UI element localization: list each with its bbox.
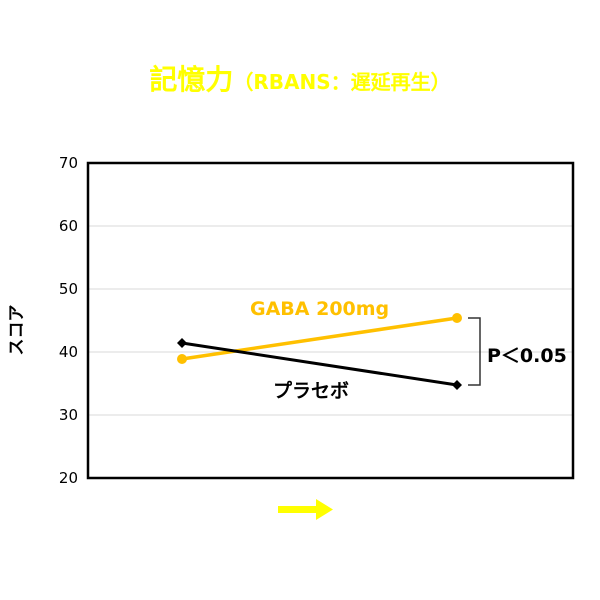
legend-placebo: プラセボ [273,380,350,402]
y-tick-60: 60 [58,217,78,235]
y-tick-70: 70 [58,154,78,172]
series-placebo-marker [177,338,187,348]
series-placebo-line [181,341,458,387]
chart-title-sub: （RBANS：遅延再生） [233,70,451,94]
y-tick-50: 50 [58,280,78,298]
significance-bracket [468,317,481,386]
p-value-label: P＜0.05 [487,345,567,367]
series-gaba-line [181,316,458,361]
y-tick-20: 20 [58,469,78,487]
series-gaba-marker [452,313,462,323]
legend-gaba: GABA 200mg [250,298,390,320]
plot-frame [86,161,575,480]
series-placebo-marker [452,380,462,390]
y-tick-30: 30 [58,406,78,424]
chart-title-main: 記憶力 [149,63,234,96]
arrow-icon [278,499,333,520]
y-tick-40: 40 [58,343,78,361]
gridlines [89,225,572,416]
series-gaba-marker [177,354,187,364]
chart-title: 記憶力（RBANS：遅延再生） [0,58,600,98]
